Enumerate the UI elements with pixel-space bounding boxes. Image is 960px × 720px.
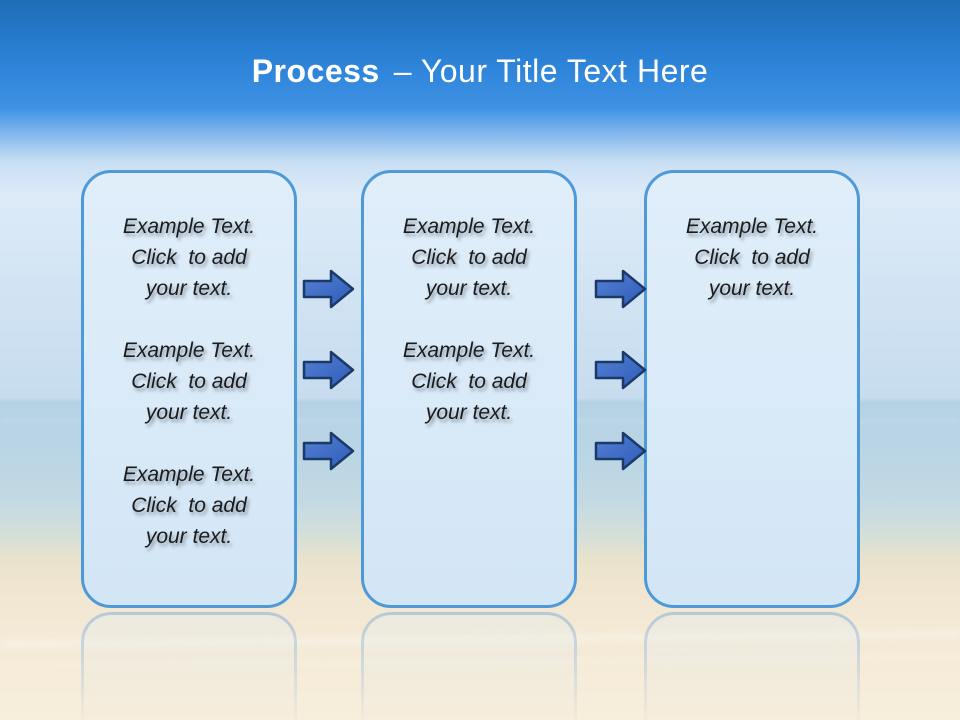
arrow-right-icon: [594, 350, 647, 390]
process-box-1[interactable]: Example Text. Click to add your text. Ex…: [81, 170, 297, 608]
placeholder-text[interactable]: Example Text. Click to add your text.: [402, 339, 536, 424]
box-reflection: [361, 612, 577, 720]
arrow-right-icon: [594, 269, 647, 309]
placeholder-text[interactable]: Example Text. Click to add your text.: [685, 215, 819, 300]
arrow-right-icon: [302, 269, 355, 309]
surf-foam-streak: [0, 626, 960, 652]
placeholder-text[interactable]: Example Text. Click to add your text.: [402, 215, 536, 300]
process-box-2[interactable]: Example Text. Click to add your text. Ex…: [361, 170, 577, 608]
arrow-right-icon: [594, 431, 647, 471]
placeholder-text[interactable]: Example Text. Click to add your text.: [122, 339, 256, 424]
box-reflection: [81, 612, 297, 720]
title-subtitle: – Your Title Text Here: [393, 53, 709, 89]
placeholder-text[interactable]: Example Text. Click to add your text.: [122, 215, 256, 300]
slide-title[interactable]: Process – Your Title Text Here: [0, 52, 960, 90]
placeholder-text[interactable]: Example Text. Click to add your text.: [122, 463, 256, 548]
arrow-right-icon: [302, 350, 355, 390]
title-keyword: Process: [251, 53, 380, 89]
arrow-right-icon: [302, 431, 355, 471]
process-box-3[interactable]: Example Text. Click to add your text.: [644, 170, 860, 608]
surf-foam-streak: [0, 652, 960, 672]
box-reflection: [644, 612, 860, 720]
